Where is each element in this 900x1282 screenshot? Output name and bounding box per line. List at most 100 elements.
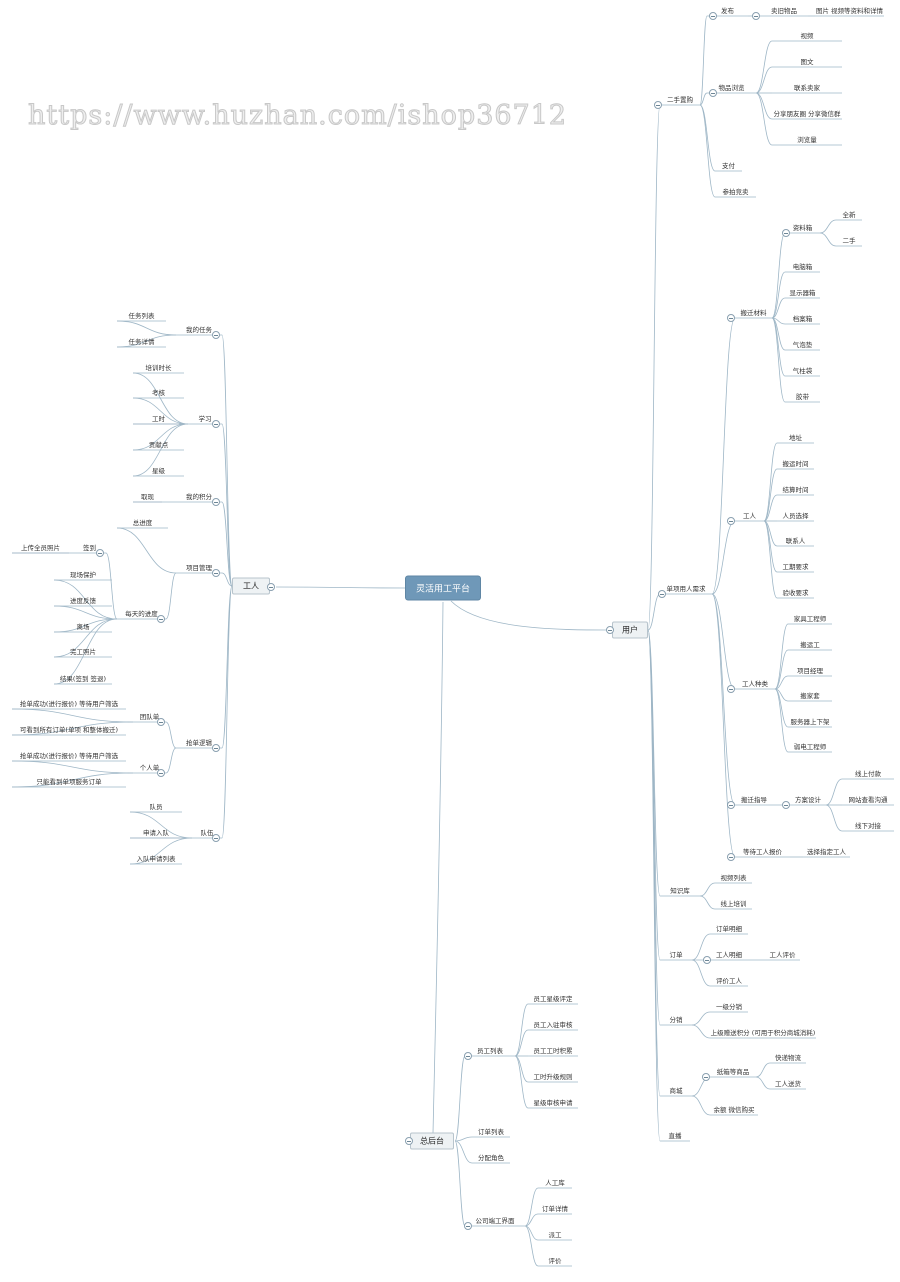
leaf[interactable]: 员工工时积累 — [533, 1047, 573, 1055]
collapse-toggle-icon[interactable] — [212, 331, 220, 339]
leaf[interactable]: 线下对接 — [855, 822, 881, 830]
leaf[interactable]: 验收要求 — [782, 589, 809, 597]
leaf[interactable]: 搬家套 — [800, 692, 820, 700]
leaf[interactable]: 结果(签到 签退) — [59, 675, 107, 683]
collapse-toggle-icon[interactable] — [702, 1073, 710, 1081]
leaf[interactable]: 余额 微信购买 — [713, 1106, 755, 1114]
user-knowledge[interactable]: 知识库 — [670, 887, 690, 895]
user-publish[interactable]: 发布 — [721, 7, 734, 15]
branch-worker[interactable]: 工人 — [232, 577, 270, 595]
leaf[interactable]: 浏览量 — [797, 136, 817, 144]
leaf[interactable]: 总进度 — [132, 519, 153, 527]
user-guide[interactable]: 搬迁指导 — [741, 796, 767, 804]
leaf[interactable]: 上级赠送积分 (可用于积分商城消耗) — [710, 1029, 816, 1037]
collapse-toggle-icon[interactable] — [267, 583, 275, 591]
worker-team[interactable]: 队伍 — [200, 829, 214, 837]
collapse-toggle-icon[interactable] — [709, 12, 717, 20]
leaf[interactable]: 现场保护 — [70, 571, 96, 579]
collapse-toggle-icon[interactable] — [157, 615, 165, 623]
worker-team-order[interactable]: 团队单 — [139, 713, 160, 721]
worker-checkin[interactable]: 签到 — [83, 544, 96, 552]
leaf[interactable]: 队员 — [149, 803, 163, 811]
leaf[interactable]: 搬运时间 — [782, 460, 809, 468]
collapse-toggle-icon[interactable] — [212, 569, 220, 577]
leaf[interactable]: 家具工程师 — [793, 615, 827, 623]
user-order[interactable]: 订单 — [669, 951, 683, 959]
leaf[interactable]: 图文 — [800, 58, 814, 66]
leaf[interactable]: 线上付款 — [855, 770, 881, 778]
user-mall[interactable]: 商城 — [669, 1087, 683, 1095]
user-second-hand[interactable]: 二手置购 — [667, 96, 693, 104]
leaf[interactable]: 任务详情 — [128, 338, 155, 346]
user-plan[interactable]: 方案设计 — [795, 796, 821, 804]
leaf[interactable]: 搬运工 — [800, 641, 820, 649]
leaf[interactable]: 抢单成功(进行报价) 等待用户筛选 — [19, 700, 119, 708]
leaf[interactable]: 档案箱 — [792, 315, 813, 323]
leaf[interactable]: 离场 — [76, 623, 90, 631]
user-live[interactable]: 直播 — [668, 1132, 682, 1140]
collapse-toggle-icon[interactable] — [727, 853, 735, 861]
leaf[interactable]: 申请入队 — [143, 829, 169, 837]
root-topic[interactable]: 灵活用工平台 — [405, 575, 481, 601]
user-wait-quote[interactable]: 等待工人报价 — [743, 848, 782, 856]
leaf[interactable]: 工期要求 — [782, 563, 809, 571]
leaf[interactable]: 分享朋友圈 分享微信群 — [773, 110, 841, 118]
leaf[interactable]: 服务器上下架 — [790, 718, 830, 726]
leaf[interactable]: 显示器箱 — [789, 289, 816, 297]
worker-my-points[interactable]: 我的积分 — [186, 493, 212, 501]
collapse-toggle-icon[interactable] — [606, 626, 614, 634]
leaf[interactable]: 员工星级评定 — [533, 995, 573, 1003]
leaf[interactable]: 项目经理 — [797, 667, 823, 675]
leaf[interactable]: 订单详情 — [542, 1205, 568, 1213]
leaf[interactable]: 工人送货 — [775, 1080, 801, 1088]
backend-company-ui[interactable]: 公司端工界面 — [475, 1217, 515, 1225]
leaf[interactable]: 星级 — [152, 467, 165, 475]
user-distribution[interactable]: 分销 — [669, 1016, 683, 1024]
leaf[interactable]: 任务列表 — [128, 312, 155, 320]
leaf[interactable]: 评价工人 — [716, 977, 742, 985]
collapse-toggle-icon[interactable] — [464, 1052, 472, 1060]
collapse-toggle-icon[interactable] — [782, 801, 790, 809]
leaf[interactable]: 工时 — [152, 415, 165, 423]
collapse-toggle-icon[interactable] — [157, 718, 165, 726]
collapse-toggle-icon[interactable] — [727, 685, 735, 693]
leaf[interactable]: 入队申请列表 — [136, 855, 176, 863]
leaf[interactable]: 视频列表 — [720, 874, 747, 882]
leaf[interactable]: 进度反馈 — [70, 597, 96, 605]
collapse-toggle-icon[interactable] — [752, 12, 760, 20]
collapse-toggle-icon[interactable] — [96, 549, 104, 557]
leaf[interactable]: 支付 — [722, 162, 735, 170]
collapse-toggle-icon[interactable] — [157, 769, 165, 777]
leaf[interactable]: 全新 — [842, 211, 856, 219]
leaf[interactable]: 二手 — [842, 237, 856, 245]
leaf[interactable]: 网站查看沟通 — [848, 796, 888, 804]
leaf[interactable]: 线上培训 — [720, 900, 747, 908]
leaf[interactable]: 完工照片 — [70, 648, 96, 656]
leaf[interactable]: 结算时间 — [782, 486, 809, 494]
leaf[interactable]: 参拍竞卖 — [722, 188, 749, 196]
worker-grab-logic[interactable]: 抢单逻辑 — [186, 739, 212, 747]
leaf[interactable]: 星级审核申请 — [533, 1099, 573, 1107]
leaf[interactable]: 工时升级规则 — [533, 1073, 573, 1081]
worker-my-tasks[interactable]: 我的任务 — [186, 326, 212, 334]
collapse-toggle-icon[interactable] — [405, 1137, 413, 1145]
leaf[interactable]: 气泡垫 — [792, 341, 813, 349]
leaf[interactable]: 选择指定工人 — [807, 848, 846, 856]
leaf[interactable]: 视频 — [800, 32, 814, 40]
worker-project-mgmt[interactable]: 项目管理 — [186, 564, 212, 572]
leaf[interactable]: 联系人 — [785, 537, 806, 545]
leaf[interactable]: 卖旧物品 — [771, 7, 797, 15]
leaf[interactable]: 只能看到单项服务订单 — [36, 778, 102, 786]
leaf[interactable]: 贡献点 — [148, 441, 169, 449]
leaf[interactable]: 分配角色 — [478, 1154, 504, 1162]
leaf[interactable]: 员工入驻审核 — [533, 1021, 573, 1029]
collapse-toggle-icon[interactable] — [464, 1222, 472, 1230]
branch-backend[interactable]: 总后台 — [410, 1132, 454, 1150]
leaf[interactable]: 考核 — [152, 389, 165, 397]
leaf[interactable]: 抢单成功(进行报价) 等待用户筛选 — [19, 752, 119, 760]
leaf[interactable]: 胶带 — [796, 393, 809, 401]
collapse-toggle-icon[interactable] — [703, 956, 711, 964]
user-worker[interactable]: 工人 — [743, 512, 756, 520]
collapse-toggle-icon[interactable] — [782, 229, 790, 237]
leaf[interactable]: 上传全员照片 — [21, 544, 60, 552]
